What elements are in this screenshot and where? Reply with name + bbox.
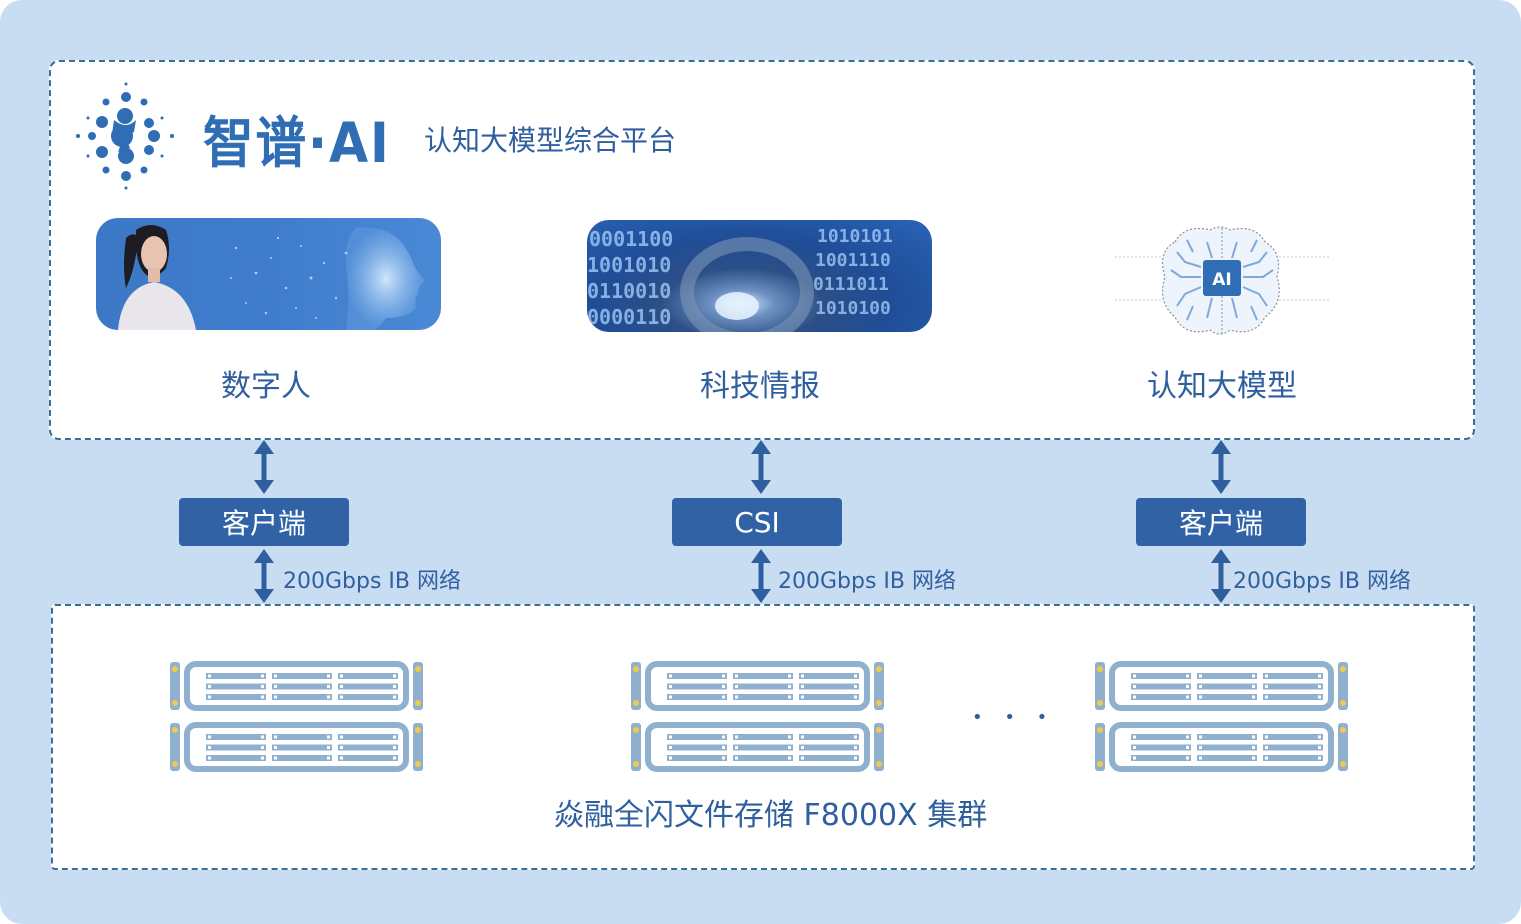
svg-text:0110010: 0110010 <box>587 279 671 303</box>
bidirectional-arrow-icon <box>751 549 771 603</box>
app-label-tech-intel: 科技情报 <box>700 369 820 404</box>
app-label-digital-human: 数字人 <box>221 369 311 404</box>
svg-text:0000110: 0000110 <box>587 305 671 329</box>
svg-text:0001100: 0001100 <box>589 227 673 251</box>
storage-server-icon <box>631 661 884 772</box>
ai-brain-image: AI <box>1115 222 1330 340</box>
storage-server-icon <box>170 661 423 772</box>
bidirectional-arrow-icon <box>1211 549 1231 603</box>
bidirectional-arrow-icon <box>1211 440 1231 494</box>
network-label: 200Gbps IB 网络 <box>283 569 461 594</box>
brand-name: 智谱·AI <box>203 111 391 175</box>
more-servers-ellipsis: • • • <box>972 707 1056 728</box>
app-label-cognitive-model: 认知大模型 <box>1147 369 1297 404</box>
data-tunnel-image: 0001100 1001010 0110010 0000110 1010101 … <box>587 220 932 332</box>
network-label: 200Gbps IB 网络 <box>778 569 956 594</box>
connector-box-client-1: 客户端 <box>179 498 349 546</box>
bidirectional-arrow-icon <box>751 440 771 494</box>
platform-subtitle: 认知大模型综合平台 <box>424 124 677 157</box>
network-label: 200Gbps IB 网络 <box>1233 569 1411 594</box>
storage-server-group <box>1095 661 1349 777</box>
zhipu-logo-icon <box>76 82 174 190</box>
digital-human-image <box>96 218 441 330</box>
connector-box-client-2: 客户端 <box>1136 498 1306 546</box>
bidirectional-arrow-icon <box>254 440 274 494</box>
bidirectional-arrow-icon <box>254 549 274 603</box>
storage-server-group <box>631 661 885 777</box>
storage-server-group <box>170 661 424 777</box>
svg-text:1001010: 1001010 <box>587 253 671 277</box>
svg-text:1010100: 1010100 <box>815 298 891 319</box>
svg-text:0111011: 0111011 <box>813 274 889 295</box>
svg-text:1010101: 1010101 <box>817 226 893 247</box>
storage-server-icon <box>1095 661 1348 772</box>
svg-text:1001110: 1001110 <box>815 250 891 271</box>
ai-chip-label: AI <box>1212 270 1231 290</box>
connector-box-csi: CSI <box>672 498 842 546</box>
storage-cluster-title: 焱融全闪文件存储 F8000X 集群 <box>554 798 988 833</box>
